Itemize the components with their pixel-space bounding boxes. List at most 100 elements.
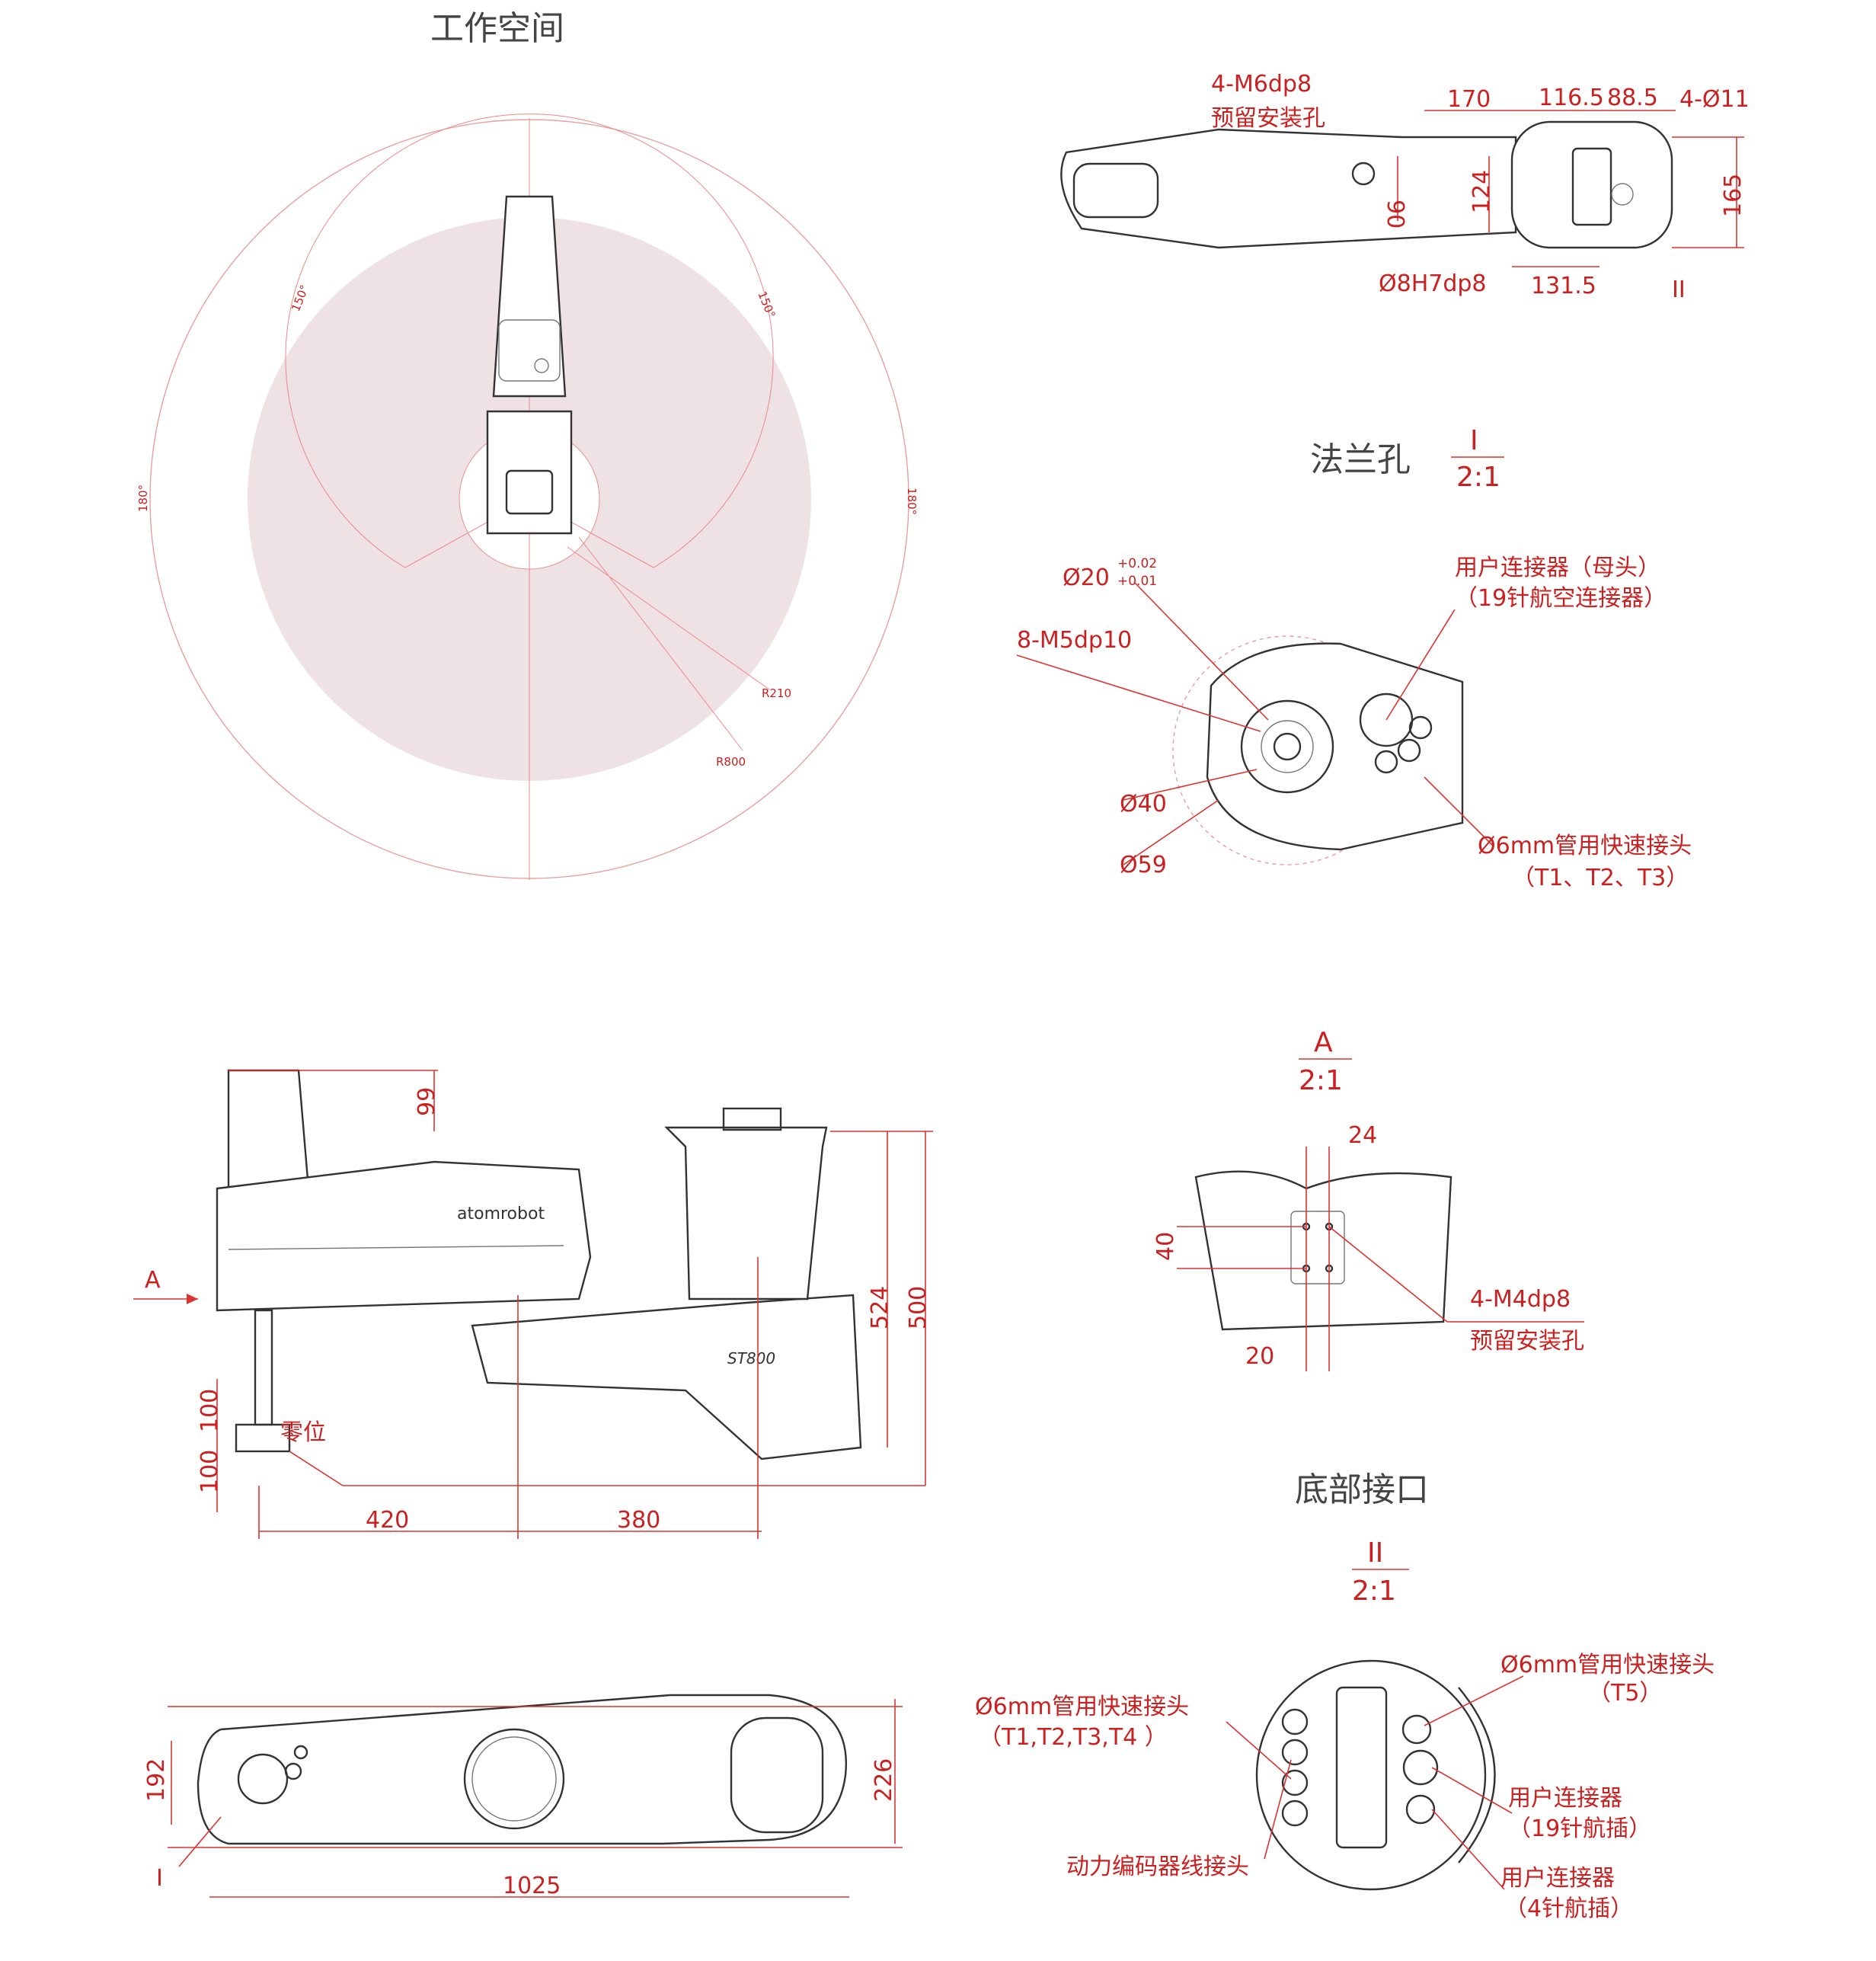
dim-524: 524: [867, 1286, 893, 1329]
dim-24: 24: [1348, 1122, 1377, 1149]
label-user-connector: 用户连接器（母头）: [1455, 555, 1660, 581]
label-d20-tol-upper: +0.02: [1117, 556, 1157, 571]
workspace-arm-base: [486, 410, 573, 535]
leader-t5: [1424, 1675, 1524, 1726]
dim-131-5: 131.5: [1531, 273, 1596, 299]
leader-fitting: [1424, 776, 1494, 846]
top-view-screw: [1351, 162, 1376, 186]
dim-116-5: 116.5: [1539, 85, 1604, 111]
dim-124: 124: [1469, 170, 1495, 213]
label-d20-tol-lower: +0.01: [1117, 574, 1157, 589]
side-end-flange: [235, 1423, 291, 1453]
flange-fitting-1: [1374, 750, 1398, 774]
label-d59: Ø59: [1120, 852, 1167, 878]
label-fitting-t5-sub: （T5）: [1588, 1680, 1662, 1707]
view-a-hole-leader: [1328, 1226, 1448, 1323]
side-model-label: ST800: [727, 1349, 775, 1368]
label-power-encoder: 动力编码器线接头: [1066, 1854, 1249, 1880]
dim-192: 192: [143, 1758, 170, 1802]
top-view-base-port: [1611, 183, 1634, 206]
side-arm2-groove: [228, 1245, 564, 1250]
label-d20: Ø20: [1063, 565, 1110, 591]
bottom-disk: [1255, 1659, 1487, 1891]
flange-fitting-3: [1408, 715, 1433, 740]
leader-user-4pin: [1431, 1809, 1505, 1890]
bottom-19pin-connector: [1335, 1686, 1388, 1849]
label-4-m6dp8: 4-M6dp8: [1211, 71, 1312, 98]
label-user-connector-sub: （19针航空连接器）: [1455, 585, 1667, 612]
angle-label-right-150: 150°: [755, 290, 778, 320]
side-column-top-connector: [722, 1107, 782, 1131]
dim-380: 380: [617, 1507, 660, 1534]
side-arm1: [471, 1294, 862, 1460]
r800-leader: [578, 536, 743, 751]
bottom-scale-mark: II: [1367, 1537, 1383, 1569]
dim-99: 99: [414, 1087, 440, 1116]
top-view: 4-M6dp8 预留安装孔 170 116.5 88.5 4-Ø11 90 12…: [1060, 71, 1750, 303]
plan-base-cap: [730, 1716, 824, 1834]
dim-170: 170: [1447, 86, 1491, 113]
label-user-connector-4-sub: （4针航插）: [1504, 1895, 1633, 1922]
side-arm2: [216, 1160, 592, 1312]
dim-165: 165: [1720, 174, 1747, 217]
leader-t1-t4: [1226, 1721, 1292, 1780]
plan-column-ring: [463, 1728, 565, 1830]
angle-label-left-150: 150°: [289, 283, 312, 313]
dim-100-upper: 100: [197, 1389, 223, 1432]
view-a-body: [1194, 1170, 1453, 1331]
flange-bore: [1273, 732, 1302, 761]
plan-arm-outline: [197, 1694, 848, 1845]
flange-outer: [1240, 699, 1334, 794]
label-d8h7dp8: Ø8H7dp8: [1379, 270, 1487, 297]
bottom-port-1: [1281, 1708, 1309, 1735]
workspace-arm-joint: [498, 319, 561, 382]
zero-leader: [289, 1451, 344, 1486]
leader-d59: [1123, 799, 1219, 865]
label-user-connector-19: 用户连接器: [1508, 1785, 1622, 1812]
side-spline-shaft: [254, 1309, 273, 1426]
top-view-base-connector: [1571, 147, 1612, 226]
view-a-scale-mark: A: [1314, 1027, 1333, 1058]
workspace-base-connector: [505, 469, 554, 515]
bottom-port-4: [1281, 1799, 1309, 1827]
bottom-port-user: [1402, 1749, 1439, 1786]
workspace-arm-screw: [534, 358, 549, 373]
bottom-title: 底部接口: [1295, 1470, 1429, 1509]
detail-mark-i: I: [156, 1865, 163, 1892]
radius-label-r210: R210: [762, 686, 791, 700]
dim-40: 40: [1152, 1232, 1179, 1261]
leader-connector: [1385, 609, 1456, 721]
leader-power-encoder: [1264, 1759, 1292, 1860]
flange-scale-mark: I: [1470, 425, 1478, 456]
leader-d20: [1134, 582, 1269, 721]
plan-port-2: [293, 1745, 308, 1760]
dim-226: 226: [871, 1758, 897, 1802]
detail-i-leader: [178, 1816, 222, 1867]
dim-90: 90: [1382, 200, 1408, 229]
flange-title: 法兰孔: [1310, 440, 1411, 479]
label-quick-fitting: Ø6mm管用快速接头: [1478, 833, 1692, 859]
dim-100-lower: 100: [197, 1450, 223, 1493]
dim-500: 500: [905, 1286, 932, 1329]
side-column: [664, 1126, 828, 1300]
label-fitting-t5: Ø6mm管用快速接头: [1500, 1652, 1715, 1678]
label-4-m4dp8: 4-M4dp8: [1470, 1286, 1571, 1313]
label-zero-position: 零位: [280, 1419, 326, 1446]
view-a-mount-plate: [1290, 1211, 1345, 1284]
label-d40: Ø40: [1120, 791, 1167, 817]
bottom-port-t5: [1401, 1714, 1432, 1745]
workspace-arm-link2: [492, 195, 567, 398]
plan-column-inner: [471, 1736, 557, 1822]
angle-label-left-180: 180°: [136, 485, 150, 512]
side-brand-label: atomrobot: [457, 1204, 545, 1224]
leader-8-m5: [1016, 654, 1261, 732]
label-8-m5dp10: 8-M5dp10: [1017, 627, 1132, 654]
flange-pcd: [1261, 720, 1314, 773]
bottom-port-4pin: [1405, 1794, 1436, 1825]
label-user-connector-19-sub: （19针航插）: [1508, 1815, 1651, 1842]
top-view-arm: [1060, 128, 1517, 249]
flange-body-outline: [1206, 642, 1464, 851]
label-quick-fitting-sub: （T1、T2、T3）: [1512, 865, 1689, 891]
view-a-arrowhead: [187, 1294, 198, 1304]
